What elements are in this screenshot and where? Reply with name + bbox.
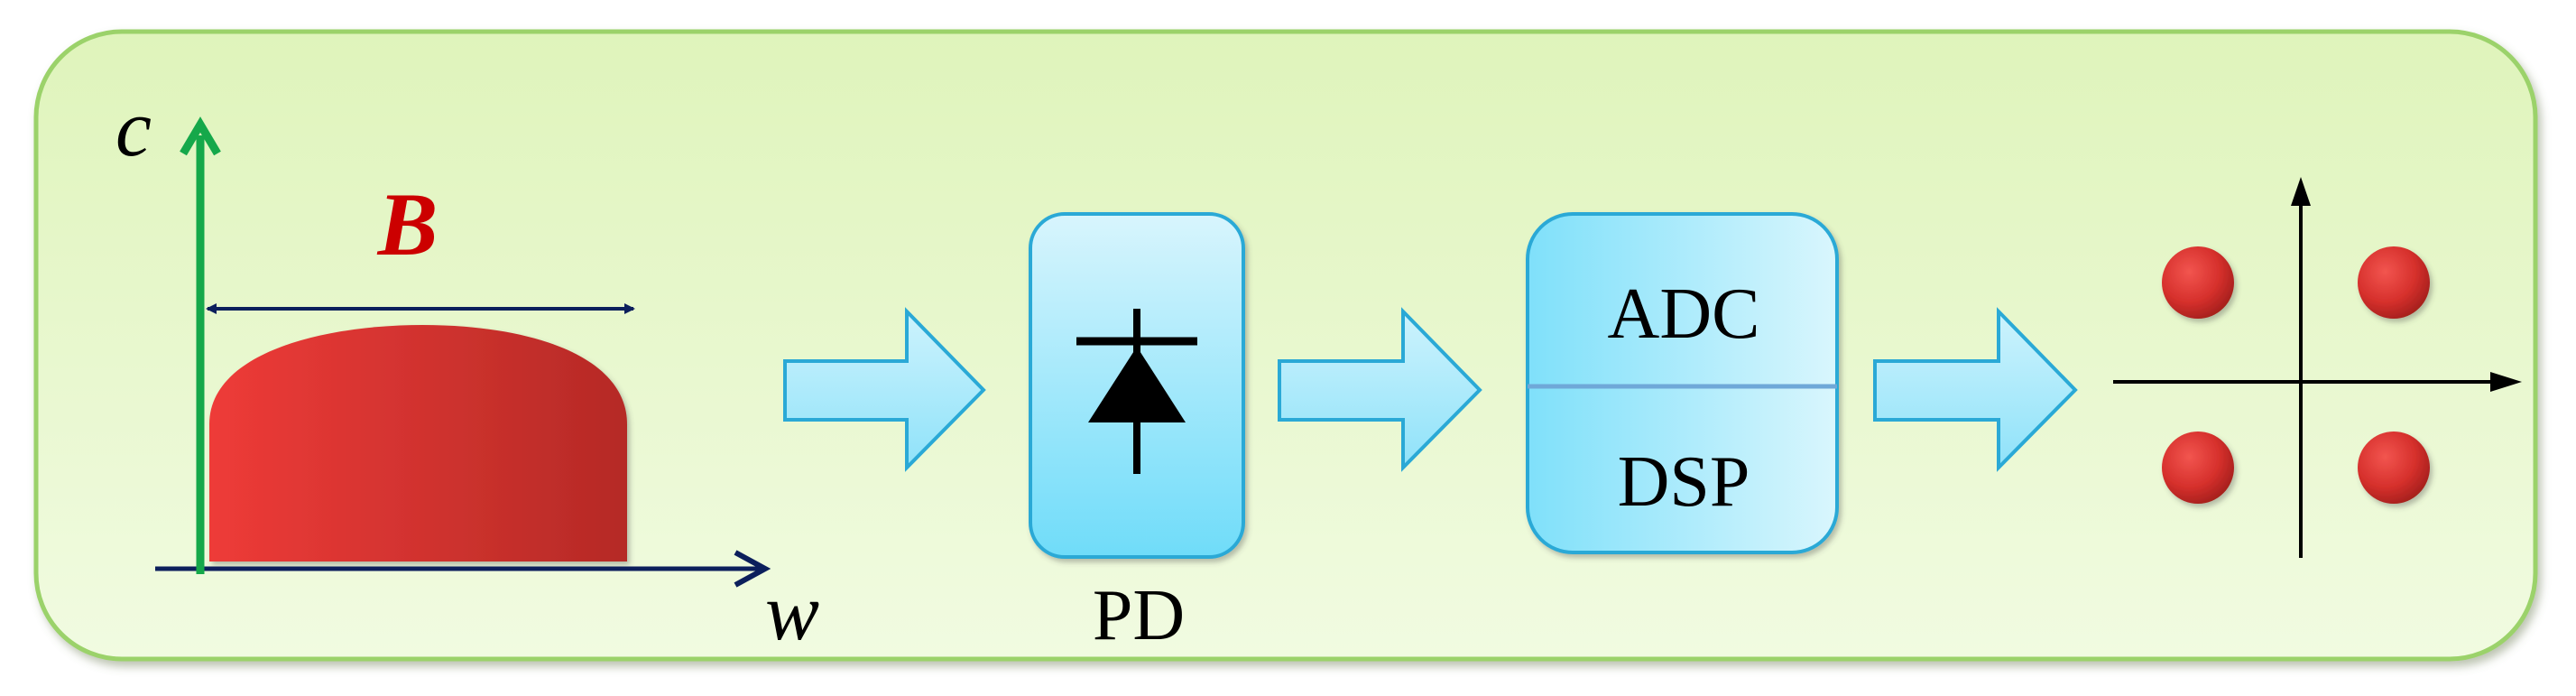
adc-label: ADC — [1608, 274, 1760, 354]
constellation-point — [2162, 246, 2234, 319]
x-axis-label: w — [765, 568, 819, 657]
constellation-point — [2358, 432, 2430, 504]
photodetector-label: PD — [1093, 576, 1185, 655]
diode-icon — [1088, 347, 1186, 422]
dsp-label: DSP — [1618, 442, 1750, 522]
bandwidth-label: B — [377, 174, 439, 274]
constellation-point — [2162, 432, 2234, 504]
flow-arrow-2 — [1278, 307, 1482, 472]
x-axis-arrowhead — [734, 550, 771, 588]
spectrum-shape — [209, 325, 627, 561]
y-axis-label: c — [115, 84, 152, 173]
constellation-diagram — [2113, 177, 2522, 558]
processor-box — [1526, 212, 1839, 554]
background-panel — [33, 29, 2538, 662]
photodetector-block: PD — [1029, 212, 1245, 655]
spectrum-plot: B c w — [115, 84, 819, 657]
constellation-horizontal-arrowhead — [2490, 372, 2522, 392]
flow-arrow-1 — [783, 307, 986, 472]
y-axis-arrowhead — [180, 116, 221, 156]
flow-arrow-3 — [1873, 307, 2078, 472]
constellation-point — [2358, 246, 2430, 319]
processor-block: ADC DSP — [1526, 212, 1839, 554]
constellation-vertical-arrowhead — [2291, 177, 2311, 206]
